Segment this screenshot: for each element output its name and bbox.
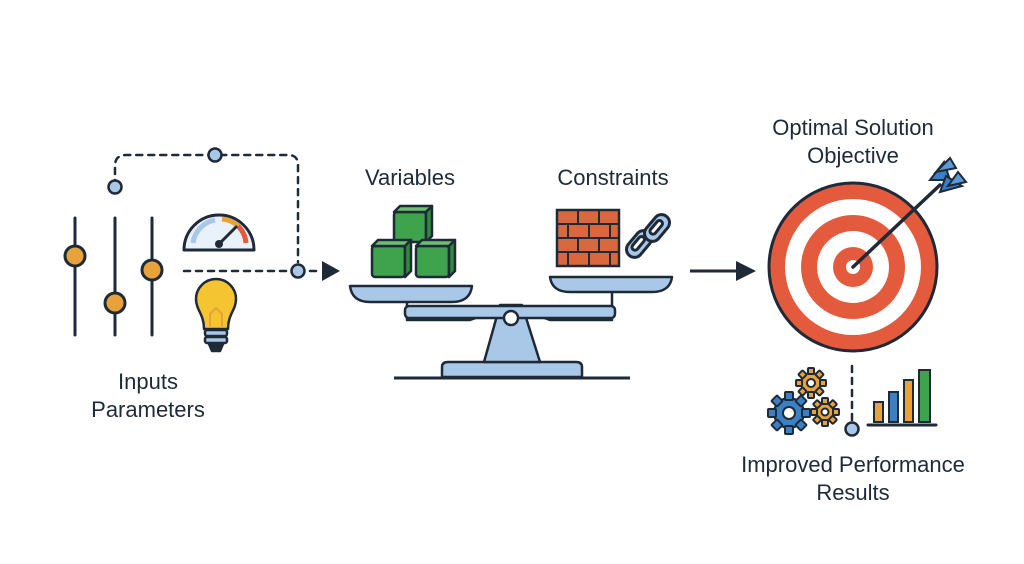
variables-label: Variables — [364, 165, 456, 190]
dart-arrow-icon — [851, 156, 968, 269]
chain-link-icon — [625, 213, 671, 259]
inputs-label: Inputs — [118, 369, 178, 394]
dashed-connector — [844, 364, 860, 437]
balance-scale-icon — [348, 275, 674, 380]
connector-node — [107, 179, 123, 195]
arrow-head-icon — [322, 261, 340, 281]
gauge-icon — [182, 213, 256, 252]
gears-icon — [767, 367, 840, 435]
lightbulb-icon — [194, 277, 238, 353]
optimal-solution-label: Optimal Solution — [772, 115, 934, 140]
connector-node — [207, 147, 223, 163]
results-label: Results — [816, 480, 890, 505]
cubes-icon — [370, 204, 457, 279]
parameters-label: Parameters — [91, 397, 205, 422]
objective-label: Objective — [807, 143, 899, 168]
dashed-connector — [113, 153, 324, 273]
connector-node — [290, 263, 306, 279]
brick-wall-icon — [555, 208, 621, 268]
arrow-icon — [690, 261, 756, 281]
slider-controls-icon — [63, 216, 164, 337]
improved-performance-label: Improved Performance — [741, 452, 965, 477]
constraints-label: Constraints — [557, 165, 669, 190]
bar-chart-icon — [866, 369, 938, 427]
